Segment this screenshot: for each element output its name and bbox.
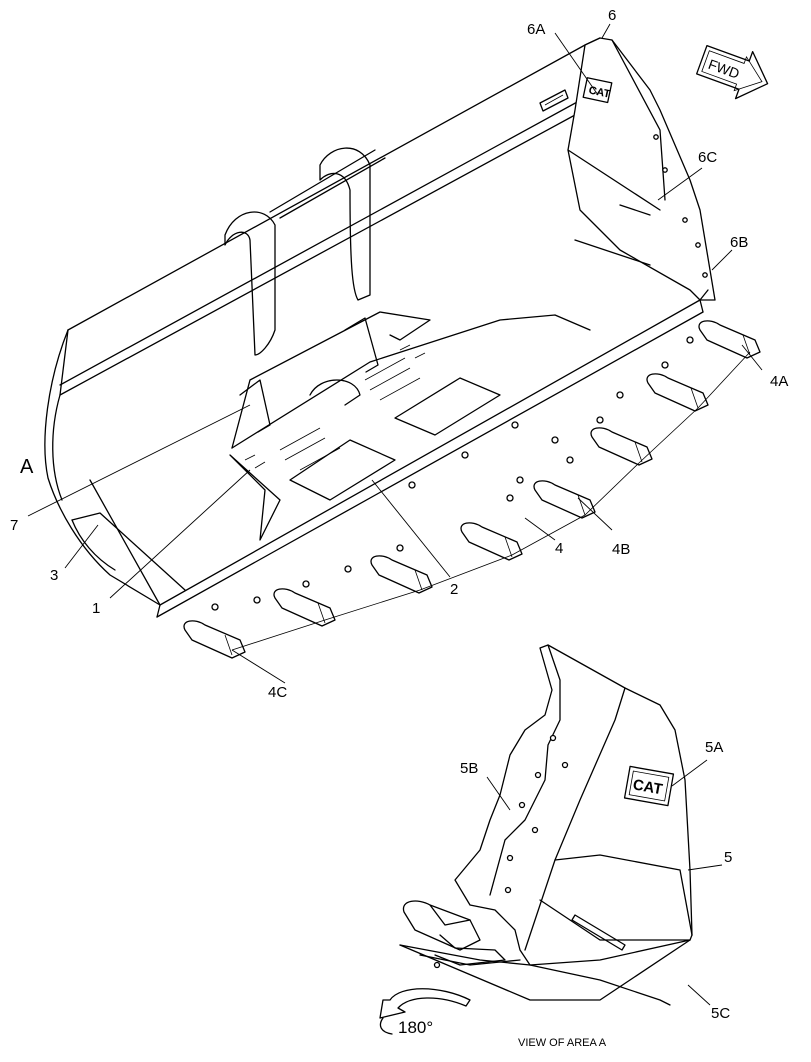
- callout-labels: 6A 6 6C 6B 4A 4B 4 4C 2 1 3 7 A: [10, 7, 788, 701]
- callout-2: 2: [450, 581, 458, 598]
- callout-1: 1: [92, 600, 100, 617]
- bucket-teeth: [183, 320, 761, 659]
- callout-5: 5: [724, 849, 732, 866]
- bucket-assembly: CAT: [44, 37, 761, 659]
- callout-4A: 4A: [770, 373, 788, 390]
- callout-5A: 5A: [705, 739, 723, 756]
- fwd-arrow-icon: FWD: [696, 44, 769, 100]
- cat-logo-icon: CAT: [582, 77, 613, 104]
- callout-5C: 5C: [711, 1005, 730, 1022]
- cat-logo-detail-icon: CAT: [623, 765, 675, 807]
- callout-4C: 4C: [268, 684, 287, 701]
- callout-6A: 6A: [527, 21, 545, 38]
- cutting-edge-holes: [211, 336, 694, 611]
- callout-3: 3: [50, 567, 58, 584]
- detail-view-area-a: CAT 5A 5B 5 5C 180° VIEW OF AREA A: [379, 644, 732, 1049]
- area-a-label: A: [20, 456, 34, 478]
- leader-lines: [27, 23, 763, 684]
- view-caption: VIEW OF AREA A: [518, 1037, 607, 1049]
- callout-6B: 6B: [730, 234, 748, 251]
- callout-5B: 5B: [460, 760, 478, 777]
- callout-4: 4: [555, 540, 563, 557]
- callout-7: 7: [10, 517, 18, 534]
- rotation-label: 180°: [398, 1018, 433, 1037]
- callout-6: 6: [608, 7, 616, 24]
- callout-6C: 6C: [698, 149, 717, 166]
- rotation-arrow-icon: [379, 988, 471, 1035]
- logo-text-detail: CAT: [632, 776, 664, 798]
- callout-4B: 4B: [612, 541, 630, 558]
